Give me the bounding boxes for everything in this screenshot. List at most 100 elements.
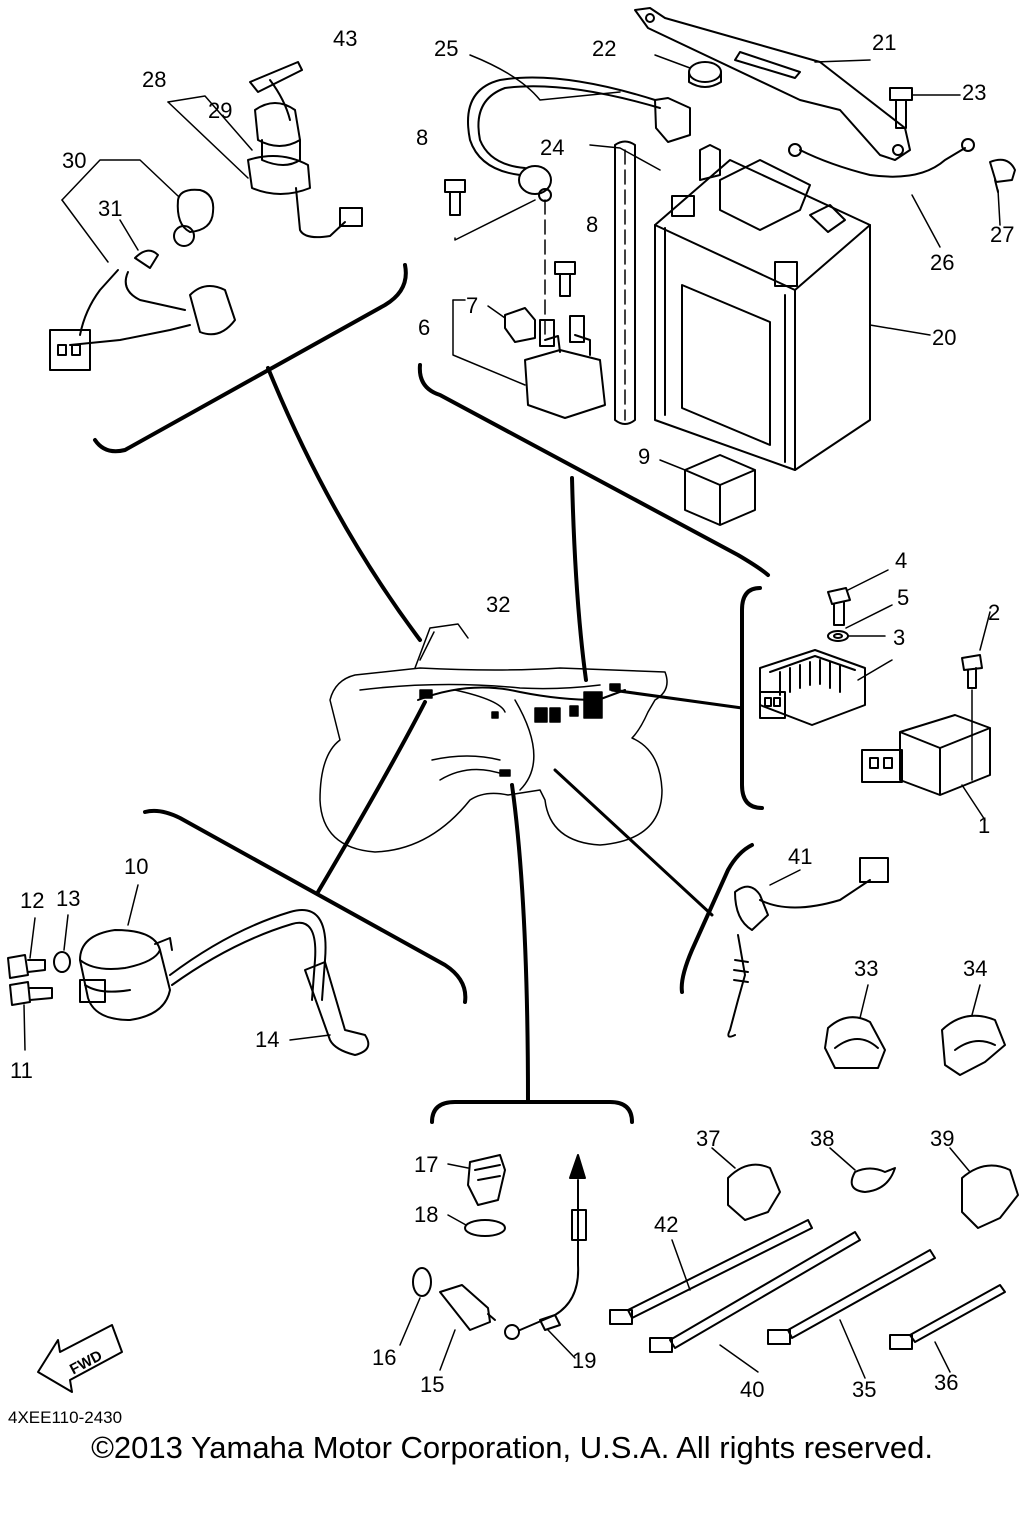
clamp-39-icon <box>961 1164 1019 1229</box>
callout-18: 18 <box>414 1202 438 1227</box>
cdi-unit-icon <box>899 714 991 796</box>
callout-labels: 1 2 3 4 5 6 7 8 8 9 10 11 12 13 14 15 16… <box>10 26 1014 1402</box>
callout-20: 20 <box>932 325 956 350</box>
frame-part-a <box>419 689 433 699</box>
battery-group <box>444 7 1016 526</box>
callout-24: 24 <box>540 135 564 160</box>
callout-7: 7 <box>466 293 478 318</box>
callout-16: 16 <box>372 1345 396 1370</box>
band-36-icon <box>909 1284 1006 1343</box>
sensors-group <box>399 1154 587 1371</box>
relay-9-icon <box>684 454 756 526</box>
callout-9: 9 <box>638 444 650 469</box>
callout-43: 43 <box>333 26 357 51</box>
clamp-37-icon <box>727 1163 781 1221</box>
forward-arrow-icon: FWD <box>37 1324 123 1393</box>
bolt-23-icon <box>889 87 913 129</box>
diagram-code: 4XEE110-2430 <box>8 1408 123 1427</box>
switch-connector-icon <box>339 207 363 227</box>
holder-38-icon <box>850 1167 896 1193</box>
frame-part-h <box>491 711 499 719</box>
washer-16-icon <box>412 1267 432 1297</box>
clamp-34-icon <box>941 1014 1006 1076</box>
bulb-icon <box>134 249 159 269</box>
callout-30: 30 <box>62 148 86 173</box>
callout-2: 2 <box>988 600 1000 625</box>
band-35-icon <box>787 1249 936 1339</box>
callout-23: 23 <box>962 80 986 105</box>
callout-38: 38 <box>810 1126 834 1151</box>
callout-28: 28 <box>142 67 166 92</box>
copyright-notice: ©2013 Yamaha Motor Corporation, U.S.A. A… <box>91 1430 933 1465</box>
sensor-15-icon <box>439 1284 491 1331</box>
callout-13: 13 <box>56 886 80 911</box>
callout-32: 32 <box>486 592 510 617</box>
washer-5-icon <box>827 630 849 642</box>
band-42-icon <box>627 1219 813 1319</box>
callout-26: 26 <box>930 250 954 275</box>
clamps-bands-group <box>609 1147 1019 1379</box>
breather-tube-icon <box>614 140 636 425</box>
bracket-right <box>740 586 764 810</box>
callout-4: 4 <box>895 548 907 573</box>
callout-40: 40 <box>740 1377 764 1402</box>
fwd-label: FWD <box>67 1347 105 1378</box>
bracket-top-left <box>93 263 408 454</box>
callout-21: 21 <box>872 30 896 55</box>
bolt-2-icon <box>961 654 983 689</box>
callout-6: 6 <box>418 315 430 340</box>
clip-27-icon <box>989 158 1016 193</box>
callout-17: 17 <box>414 1152 438 1177</box>
harness-connector-icon <box>49 329 91 371</box>
ignition-coil-icon <box>79 929 171 1021</box>
atv-frame-outline <box>319 623 668 853</box>
callout-36: 36 <box>934 1370 958 1395</box>
callout-15: 15 <box>420 1372 444 1397</box>
callout-34: 34 <box>963 956 987 981</box>
callout-5: 5 <box>897 585 909 610</box>
frame-part-e <box>583 691 603 719</box>
callout-3: 3 <box>893 625 905 650</box>
leader-left-middle <box>316 700 427 894</box>
callout-41: 41 <box>788 844 812 869</box>
o-ring-icon <box>464 1219 506 1237</box>
rectifier-regulator-icon <box>759 649 866 726</box>
starter-relay-icon <box>524 349 606 419</box>
callout-22: 22 <box>592 36 616 61</box>
fuse-icon <box>504 307 536 343</box>
callout-39: 39 <box>930 1126 954 1151</box>
battery-icon <box>654 144 871 471</box>
plug-cap-lead-icon <box>169 909 327 1001</box>
callout-37: 37 <box>696 1126 720 1151</box>
callout-42: 42 <box>654 1212 678 1237</box>
callout-10: 10 <box>124 854 148 879</box>
bolt-8a-icon <box>444 179 466 216</box>
cable-26-icon <box>799 147 966 178</box>
bolt-11-icon <box>9 981 53 1006</box>
callout-11: 11 <box>10 1058 33 1083</box>
leader-right <box>610 688 744 710</box>
callout-27: 27 <box>990 222 1014 247</box>
thermo-switch-icon <box>467 1154 506 1206</box>
bracket-bottom <box>430 1100 634 1124</box>
cable-25-icon <box>467 76 656 176</box>
battery-cap-icon <box>688 61 722 83</box>
callout-19: 19 <box>572 1348 596 1373</box>
leader-right-middle <box>553 768 714 917</box>
leader-top-center <box>570 476 588 682</box>
bracket-top-center <box>417 363 770 577</box>
callout-31: 31 <box>98 196 122 221</box>
callout-35: 35 <box>852 1377 876 1402</box>
bolt-4-icon <box>827 587 851 626</box>
callout-12: 12 <box>20 888 44 913</box>
callout-25: 25 <box>434 36 458 61</box>
bracket-left-middle <box>143 808 468 1004</box>
callout-14: 14 <box>255 1027 279 1052</box>
callout-8b: 8 <box>586 212 598 237</box>
callout-29: 29 <box>208 98 232 123</box>
frame-part-c <box>549 707 561 723</box>
bracket-right-middle <box>679 843 754 994</box>
neutral-switch-icon <box>734 885 769 931</box>
rectifier-cdi-group <box>759 569 991 821</box>
